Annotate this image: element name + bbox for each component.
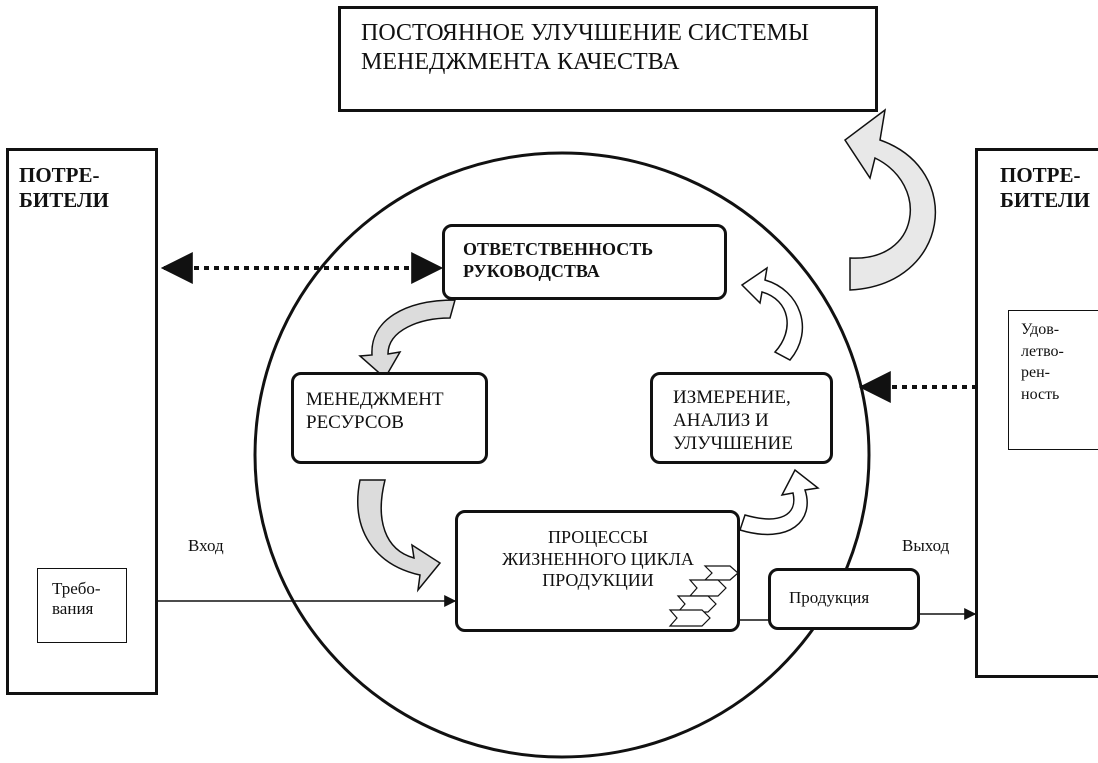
lifecycle-processes-box: ПРОЦЕССЫ ЖИЗНЕННОГО ЦИКЛА ПРОДУКЦИИ bbox=[455, 510, 740, 632]
output-label: Выход bbox=[902, 536, 950, 555]
product-box: Продукция bbox=[768, 568, 920, 630]
measurement-label: ИЗМЕРЕНИЕ, АНАЛИЗ И УЛУЧШЕНИЕ bbox=[673, 387, 793, 454]
input-label: Вход bbox=[188, 536, 224, 555]
resource-management-box: МЕНЕДЖМЕНТ РЕСУРСОВ bbox=[291, 372, 488, 464]
consumers-left-column: ПОТРЕ- БИТЕЛИ bbox=[6, 148, 158, 695]
resource-management-label: МЕНЕДЖМЕНТ РЕСУРСОВ bbox=[306, 389, 444, 433]
cycle-arrow-to-lifecycle bbox=[357, 479, 442, 593]
lifecycle-chevrons bbox=[668, 565, 739, 627]
requirements-label: Требо- вания bbox=[52, 579, 101, 619]
product-label: Продукция bbox=[789, 588, 870, 607]
requirements-box: Требо- вания bbox=[37, 568, 127, 643]
satisfaction-box: Удов- летво- рен- ность bbox=[1008, 310, 1098, 450]
consumers-right-title: ПОТРЕ- БИТЕЛИ bbox=[1000, 163, 1090, 213]
satisfaction-label: Удов- летво- рен- ность bbox=[1021, 321, 1064, 403]
management-responsibility-box: ОТВЕТСТВЕННОСТЬ РУКОВОДСТВА bbox=[442, 224, 727, 300]
cycle-arrow-to-responsibility bbox=[740, 266, 804, 361]
cycle-arrow-to-resources bbox=[358, 299, 456, 380]
management-responsibility-label: ОТВЕТСТВЕННОСТЬ РУКОВОДСТВА bbox=[463, 239, 654, 281]
cycle-arrow-to-measurement bbox=[739, 468, 820, 536]
lifecycle-processes-label: ПРОЦЕССЫ ЖИЗНЕННОГО ЦИКЛА ПРОДУКЦИИ bbox=[502, 527, 694, 591]
consumers-left-title: ПОТРЕ- БИТЕЛИ bbox=[19, 163, 109, 213]
continuous-improvement-box: ПОСТОЯННОЕ УЛУЧШЕНИЕ СИСТЕМЫ МЕНЕДЖМЕНТА… bbox=[338, 6, 878, 112]
continuous-improvement-label: ПОСТОЯННОЕ УЛУЧШЕНИЕ СИСТЕМЫ МЕНЕДЖМЕНТА… bbox=[361, 20, 809, 75]
improvement-curved-arrow bbox=[843, 108, 937, 291]
measurement-box: ИЗМЕРЕНИЕ, АНАЛИЗ И УЛУЧШЕНИЕ bbox=[650, 372, 833, 464]
